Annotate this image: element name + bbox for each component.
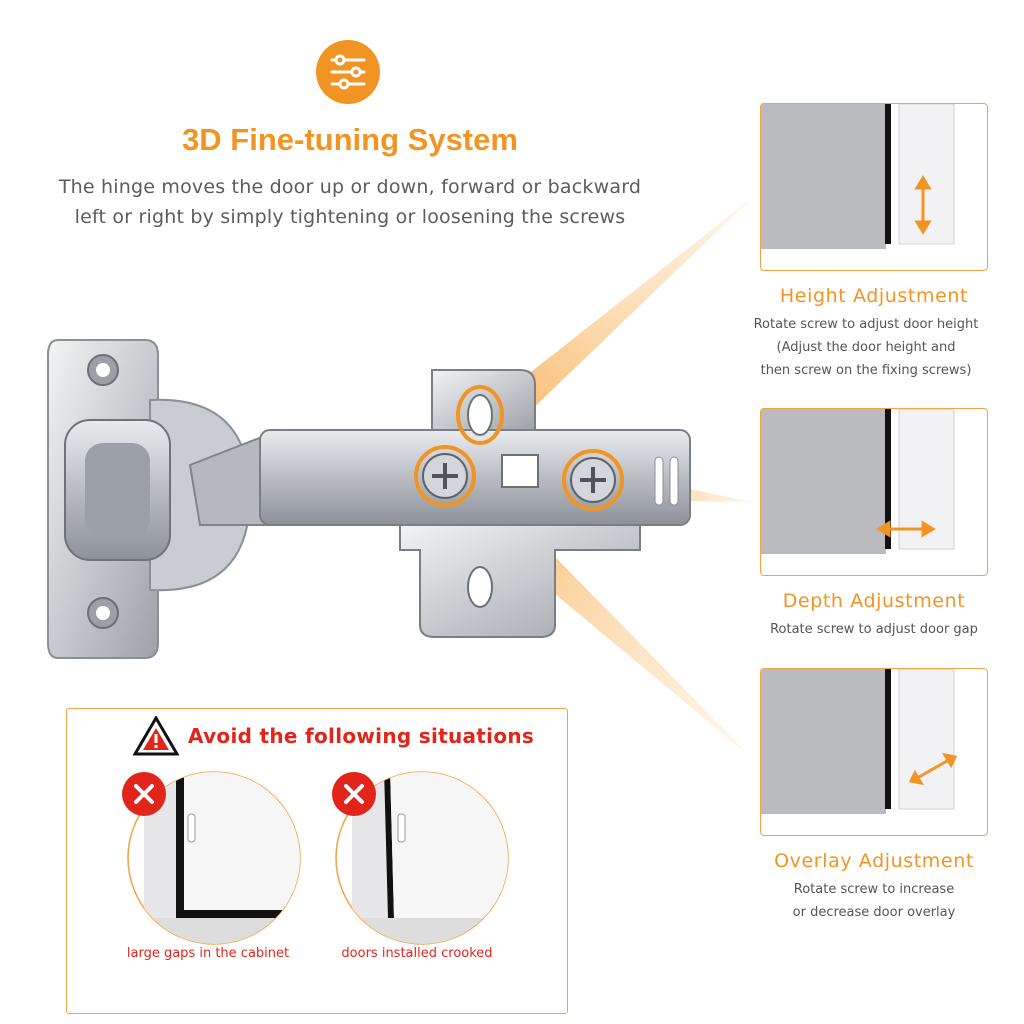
gap-case-caption: large gaps in the cabinet <box>126 946 290 961</box>
depth-adjustment-title: Depth Adjustment <box>782 590 966 612</box>
overlay-screw <box>570 457 616 503</box>
depth-screw <box>422 453 468 499</box>
vertical-double-arrow-icon <box>914 175 932 235</box>
warning-triangle-icon <box>133 716 179 756</box>
depth-adjustment-description: Rotate screw to adjust door gap <box>770 622 978 637</box>
subtitle-line-2: left or right by simply tightening or lo… <box>74 206 626 228</box>
hinge-illustration <box>47 339 691 659</box>
sliders-icon <box>316 40 380 104</box>
gap-case-illustration <box>127 771 301 945</box>
height-adjustment-panel <box>760 103 988 271</box>
cross-icon <box>122 772 166 816</box>
height-adjustment-description: Rotate screw to adjust door height (Adju… <box>753 317 979 378</box>
cross-icon <box>332 772 376 816</box>
page-title: 3D Fine-tuning System <box>182 122 518 157</box>
depth-adjustment-panel <box>760 408 988 576</box>
overlay-adjustment-panel <box>760 668 988 836</box>
height-adjustment-title: Height Adjustment <box>779 285 969 307</box>
overlay-adjustment-description: Rotate screw to increase or decrease doo… <box>792 882 956 920</box>
height-beam <box>470 198 752 440</box>
subtitle-line-1: The hinge moves the door up or down, for… <box>58 176 642 198</box>
horizontal-double-arrow-icon <box>876 520 936 538</box>
crooked-case-caption: doors installed crooked <box>341 946 493 961</box>
page-subtitle: The hinge moves the door up or down, for… <box>30 172 670 232</box>
diagonal-double-arrow-icon <box>908 752 958 786</box>
warning-title: Avoid the following situations <box>188 724 535 748</box>
overlay-adjustment-title: Overlay Adjustment <box>774 850 974 872</box>
crooked-case-illustration <box>335 771 509 945</box>
